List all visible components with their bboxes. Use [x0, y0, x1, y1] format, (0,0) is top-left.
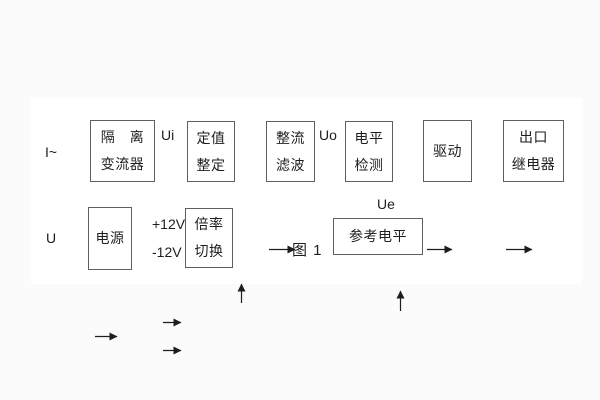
block-label: 驱动: [433, 142, 462, 159]
block-label: 整流: [276, 129, 305, 146]
block-label: 倍率: [194, 216, 224, 232]
label-ue-signal: Ue: [377, 196, 395, 212]
block-power-supply: 电源: [88, 207, 132, 270]
block-label: 变流器: [100, 156, 145, 172]
label-current-input: I~: [45, 144, 58, 160]
block-drive: 驱动: [423, 120, 472, 182]
block-rectify-filter: 整流 滤波: [266, 121, 315, 182]
label-uo-signal: Uo: [319, 127, 337, 143]
block-label: 检测: [354, 156, 384, 173]
block-label: 隔 离: [100, 129, 145, 145]
label-ui-signal: Ui: [161, 127, 175, 143]
block-label: 切换: [194, 243, 224, 259]
block-label: 电源: [95, 230, 125, 246]
label-voltage-input: U: [46, 230, 57, 246]
label-plus12v: +12V: [152, 216, 186, 232]
block-ratio-switch: 倍率 切换: [185, 208, 233, 268]
figure-caption: 图 1: [292, 242, 323, 259]
block-label: 继电器: [511, 156, 556, 172]
figure-1-block-diagram: 隔 离 变流器 定值 整定 整流 滤波 电平 检测 驱动 出口 继电器 电源 倍…: [31, 98, 582, 355]
block-reference-level: 参考电平: [333, 218, 423, 255]
block-isolation-transformer: 隔 离 变流器: [90, 120, 155, 182]
block-output-relay: 出口 继电器: [503, 120, 564, 182]
label-minus12v: -12V: [152, 244, 182, 260]
block-label: 整定: [196, 156, 226, 173]
block-setting: 定值 整定: [187, 121, 235, 182]
block-label: 定值: [196, 129, 226, 146]
block-label: 电平: [354, 129, 384, 146]
block-label: 滤波: [276, 156, 305, 173]
block-label: 参考电平: [349, 228, 407, 244]
block-level-detect: 电平 检测: [345, 121, 393, 182]
block-label: 出口: [519, 129, 548, 145]
